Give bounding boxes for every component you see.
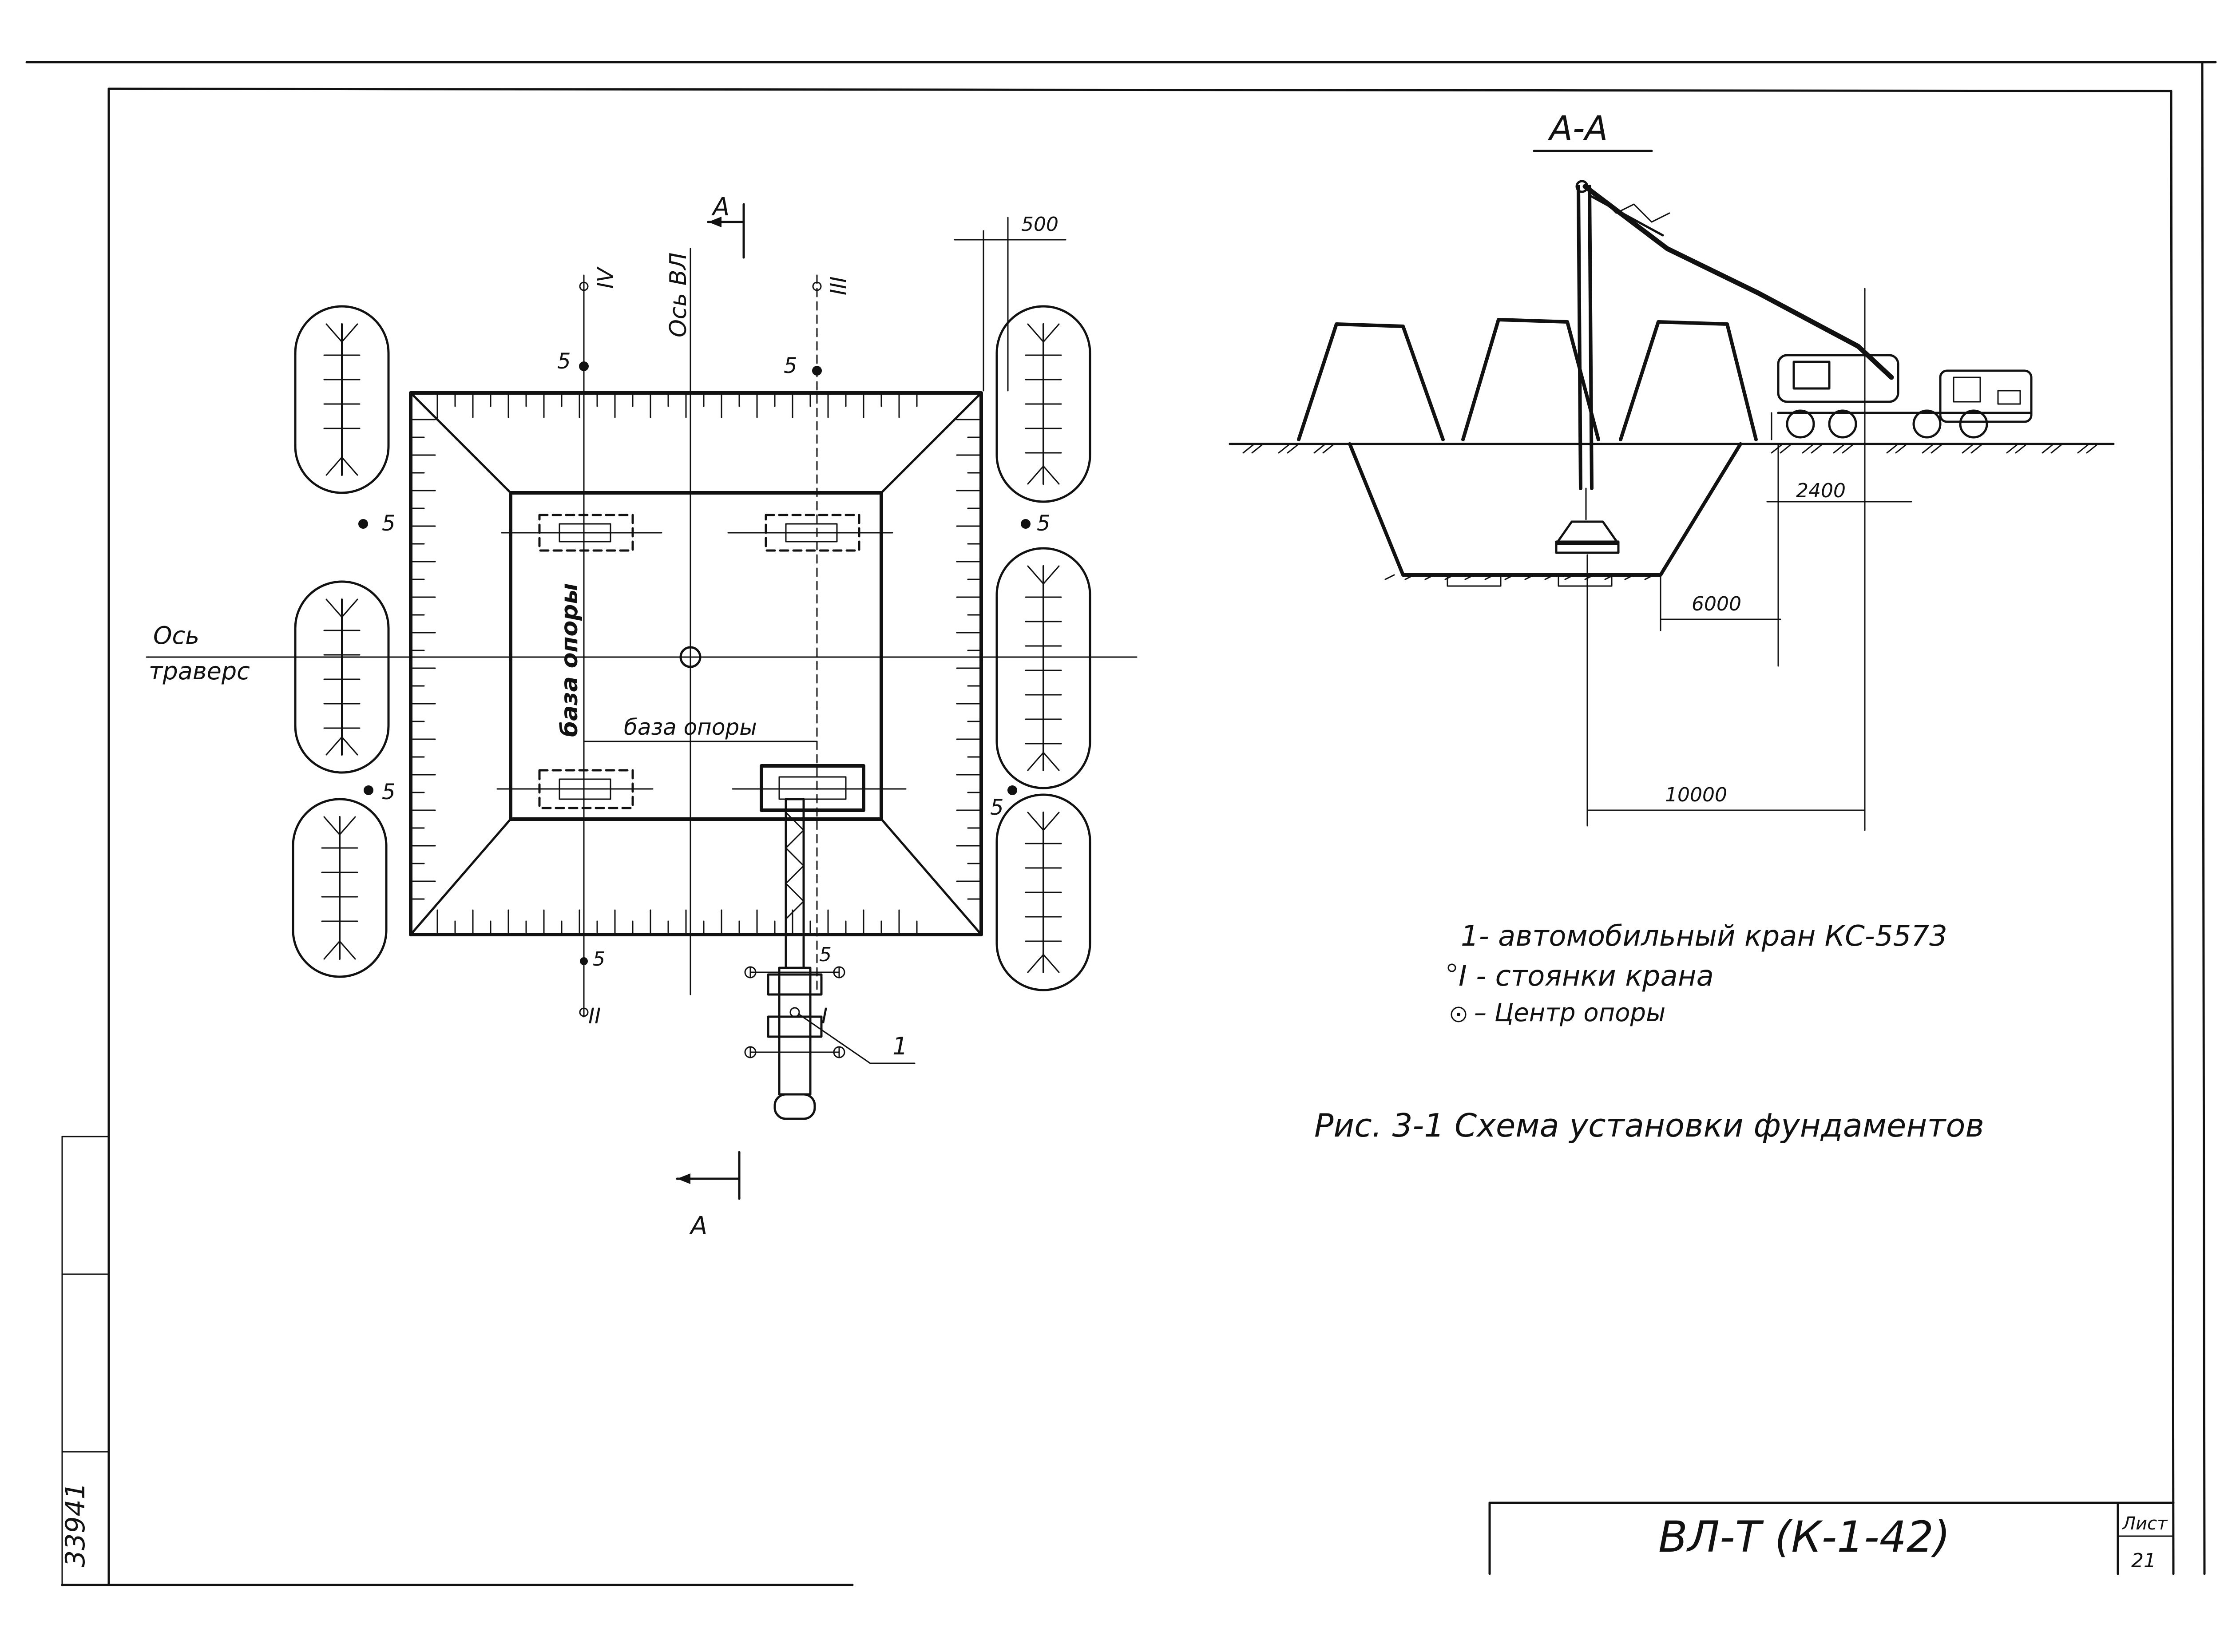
pos-5-label: 5	[382, 511, 396, 536]
station-I-label: I	[821, 1004, 828, 1029]
base-vertical-label: база опоры	[556, 583, 583, 737]
pos-5-label: 5	[557, 349, 571, 374]
foundation-4	[732, 764, 907, 812]
pit-outline	[409, 391, 983, 936]
dim-6000: 6000	[1692, 593, 1741, 615]
pos-5-label: 5	[593, 948, 605, 971]
section-aa-view: А-А	[1229, 108, 2115, 831]
station-IV-label: IV	[593, 266, 618, 289]
axis-vl-label: Ось ВЛ	[665, 253, 692, 337]
center-of-support-icon	[679, 646, 702, 668]
legend-item-crane: 1- автомобильный кран КС-5573	[1461, 920, 1947, 953]
section-title: А-А	[1547, 108, 1608, 148]
crane-ref-label: 1	[892, 1032, 908, 1060]
ground-hatching	[1242, 443, 2099, 454]
foundation-2	[727, 514, 893, 552]
pos-5-label: 5	[784, 353, 797, 378]
base-horizontal-label: база опоры	[624, 714, 757, 740]
sheet-frame	[25, 61, 2217, 1586]
center-of-support-icon	[1451, 1006, 1467, 1022]
title-block: ВЛ-Т (К-1-42) Лист 21	[1488, 1501, 2175, 1575]
soil-mound-1	[1297, 322, 1445, 441]
figure-caption: Рис. 3-1 Схема установки фундаментов	[1314, 1107, 1984, 1144]
legend-item-center: – Центр опоры	[1474, 998, 1665, 1027]
pit-section	[1348, 442, 1742, 577]
pit-hatching	[1384, 574, 1655, 580]
slope-hatching	[410, 392, 982, 935]
soil-stockpiles	[292, 305, 1091, 991]
soil-mound-2	[1461, 318, 1600, 441]
soil-mound-3	[1619, 320, 1758, 441]
dim-2400: 2400	[1796, 479, 1846, 502]
dim-10000: 10000	[1665, 784, 1727, 806]
station-II-label: II	[588, 1004, 601, 1029]
svg-text:А: А	[689, 1212, 707, 1240]
foundation-3	[496, 769, 654, 809]
axis-travers-label-2: траверс	[149, 657, 250, 685]
section-marker-top: А	[707, 193, 745, 259]
sheet-number: 21	[2131, 1549, 2156, 1572]
foundation-1	[501, 514, 662, 552]
plan-view: Ось ВЛ Ось траверс база опоры база опоры…	[146, 193, 1138, 1240]
pos-5-label: 5	[990, 795, 1004, 820]
dim-500: 500	[1021, 213, 1058, 236]
sheet-label: Лист	[2121, 1513, 2168, 1534]
pos-5-label: 5	[819, 943, 832, 966]
crane-plan-icon: 1	[744, 798, 916, 1120]
station-III-label: III	[826, 277, 851, 295]
crane-section-icon	[1555, 180, 2033, 554]
side-archive-number: 33941	[60, 1482, 91, 1567]
svg-text:А: А	[711, 193, 729, 222]
drawing-code: ВЛ-Т (К-1-42)	[1658, 1512, 1950, 1562]
pos-5-label: 5	[382, 780, 396, 804]
axis-travers-label-1: Ось	[153, 622, 199, 650]
pit-bottom	[509, 491, 883, 821]
legend: 1- автомобильный кран КС-5573 I - стоянк…	[1447, 920, 1947, 1027]
pos-5-label: 5	[1037, 511, 1051, 536]
section-marker-bottom: А	[676, 1151, 741, 1240]
legend-item-stations: I - стоянки крана	[1459, 960, 1714, 993]
